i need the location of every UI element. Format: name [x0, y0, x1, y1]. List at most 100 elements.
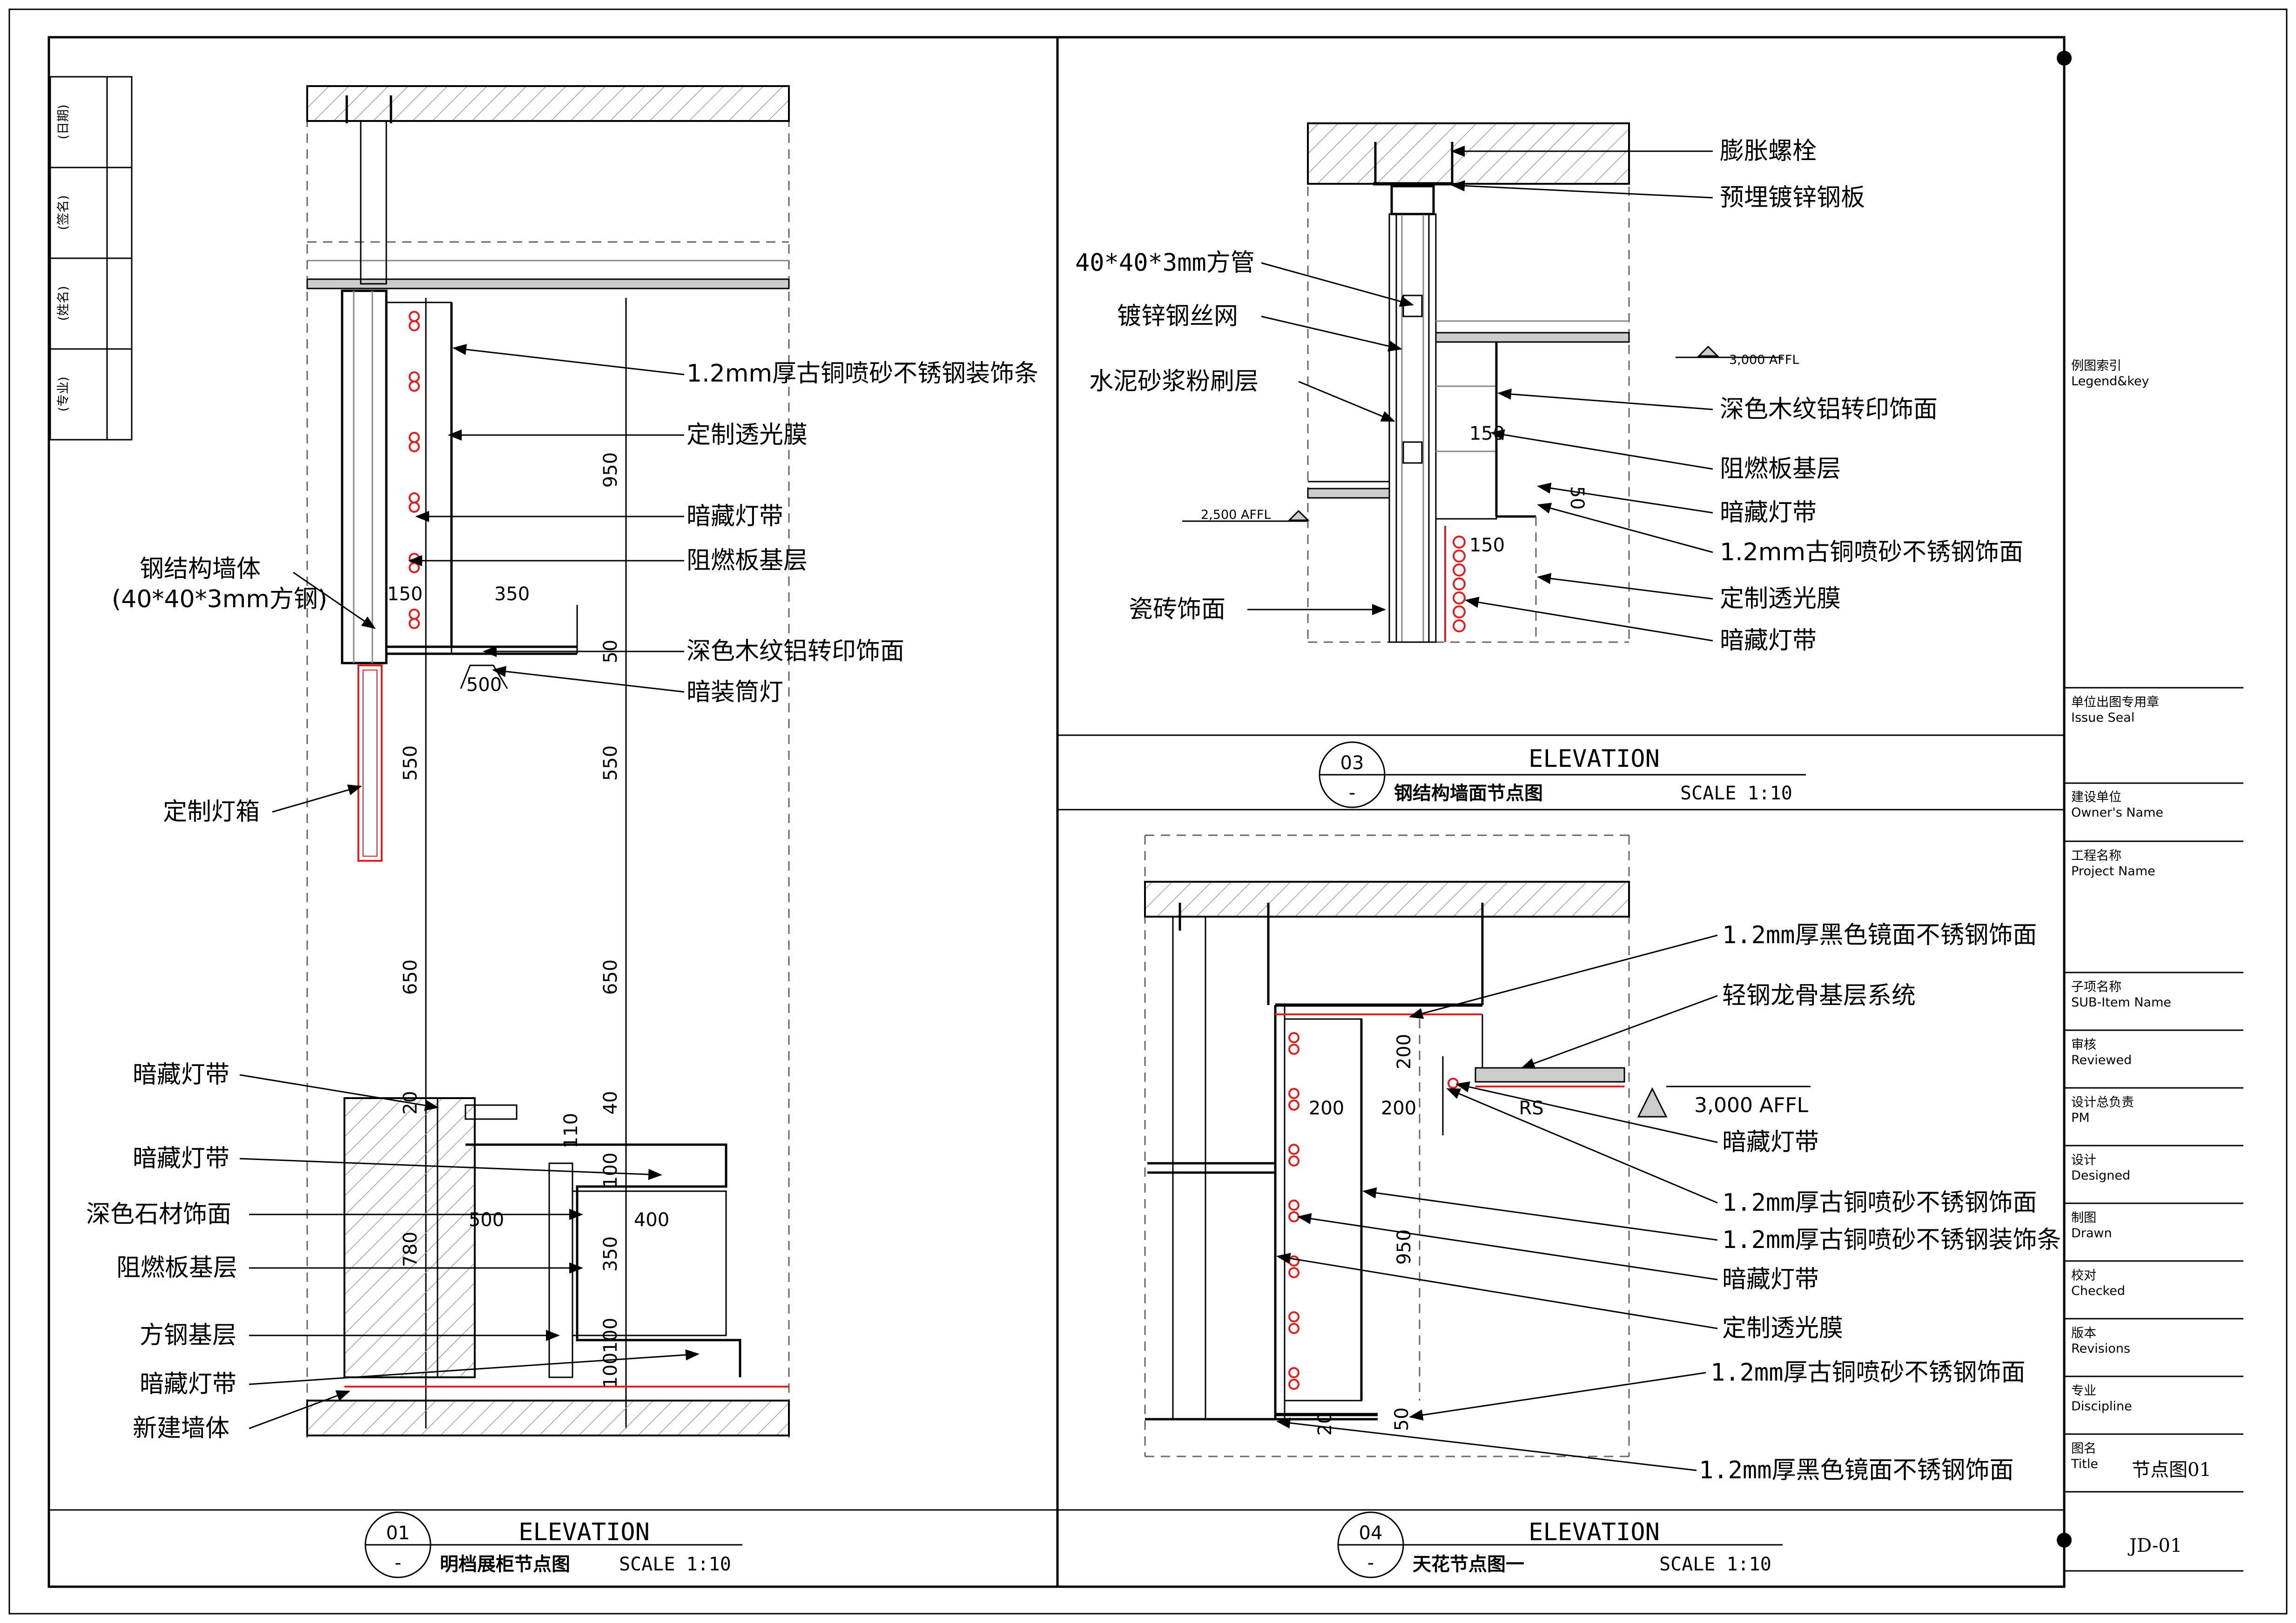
revisions-cn: 版本 — [2071, 1326, 2096, 1341]
stamp-sign-label: (签名) — [56, 195, 71, 230]
title-block: 例图索引 Legend&key 单位出图专用章 Issue Seal 建设单位 … — [2064, 359, 2243, 1572]
caption-03-number: 03 — [1340, 752, 1364, 774]
led-strip-03 — [1453, 536, 1466, 632]
sub-item-cn: 子项名称 — [2071, 980, 2121, 994]
label-03-film: 定制透光膜 — [1720, 585, 1841, 613]
reviewed-en: Reviewed — [2071, 1053, 2132, 1067]
sub-item-en: SUB-Item Name — [2071, 995, 2171, 1010]
label-01-steelbase: 方钢基层 — [140, 1321, 236, 1349]
title-value: 节点图01 — [2132, 1459, 2211, 1481]
dim-01-400: 400 — [634, 1209, 669, 1231]
dim-01-100a: 100 — [600, 1153, 621, 1188]
dim-01-650a: 650 — [400, 959, 421, 995]
caption-01-scale: SCALE 1:10 — [619, 1554, 731, 1575]
stamp-discipline-label: (专业) — [56, 376, 71, 411]
label-01-newwall: 新建墙体 — [133, 1415, 229, 1442]
dim-01-780: 780 — [400, 1232, 421, 1267]
caption-01-sub: - — [395, 1552, 401, 1574]
label-01-led2: 暗藏灯带 — [133, 1061, 229, 1089]
discipline-cn: 专业 — [2071, 1384, 2096, 1398]
caption-03-name: 钢结构墙面节点图 — [1394, 783, 1543, 804]
sheet-frame — [8, 8, 2288, 1615]
designed-cn: 设计 — [2071, 1153, 2096, 1167]
dim-01-350b: 350 — [600, 1236, 621, 1272]
caption-04-scale: SCALE 1:10 — [1659, 1554, 1771, 1575]
project-cn: 工程名称 — [2071, 849, 2121, 863]
caption-04-number: 04 — [1359, 1522, 1383, 1544]
label-04-bronze2: 1.2mm厚古铜喷砂不锈钢饰面 — [1710, 1359, 2026, 1387]
label-01-stone: 深色石材饰面 — [86, 1200, 231, 1228]
label-03-tube: 40*40*3mm方管 — [1075, 249, 1255, 277]
detail-03-drawing: 3,000 AFFL 2,500 AFFL 150 50 150 — [1182, 122, 1799, 643]
label-03-board: 阻燃板基层 — [1720, 455, 1841, 483]
label-01-steelwall: 钢结构墙体 — [140, 555, 261, 583]
dim-04-950: 950 — [1394, 1229, 1415, 1265]
owner-en: Owner's Name — [2071, 805, 2163, 820]
label-01-downlight: 暗装筒灯 — [687, 678, 783, 706]
label-03-tile: 瓷砖饰面 — [1129, 596, 1225, 624]
dim-01-550b: 550 — [600, 745, 621, 781]
stamp-column: (日期) (签名) (姓名) (专业) — [49, 76, 133, 441]
reviewed-cn: 审核 — [2071, 1038, 2096, 1052]
caption-03-heading: ELEVATION — [1528, 745, 1660, 773]
caption-01-name: 明档展柜节点图 — [440, 1554, 570, 1575]
sheet-number: JD-01 — [2128, 1535, 2182, 1556]
detail-01-caption: 01 - ELEVATION 明档展柜节点图 SCALE 1:10 — [364, 1511, 742, 1578]
dim-01-150: 150 — [387, 583, 423, 605]
label-01-led: 暗藏灯带 — [687, 503, 783, 530]
label-01-steelwall-spec: (40*40*3mm方钢) — [112, 585, 327, 613]
dim-04-200b: 200 — [1309, 1098, 1344, 1119]
detail-04-caption: 04 - ELEVATION 天花节点图一 SCALE 1:10 — [1337, 1511, 1783, 1578]
dim-01-40: 40 — [600, 1091, 621, 1115]
checked-cn: 校对 — [2071, 1268, 2096, 1283]
issue-seal-en: Issue Seal — [2071, 711, 2134, 725]
designed-en: Designed — [2071, 1168, 2130, 1183]
detail-04-labels: 1.2mm厚黑色镜面不锈钢饰面 轻钢龙骨基层系统 暗藏灯带 1.2mm厚古铜喷砂… — [1276, 921, 2061, 1484]
owner-cn: 建设单位 — [2071, 790, 2121, 805]
label-04-strip: 1.2mm厚古铜喷砂不锈钢装饰条 — [1722, 1226, 2061, 1254]
detail-01-drawing — [306, 85, 790, 1438]
detail-03-labels: 膨胀螺栓 预埋镀锌钢板 40*40*3mm方管 镀锌钢丝网 水泥砂浆粉刷层 深色… — [1075, 137, 2023, 655]
label-03-plate: 预埋镀锌钢板 — [1720, 184, 1865, 212]
dim-01-950: 950 — [600, 452, 621, 488]
caption-03-scale: SCALE 1:10 — [1680, 783, 1792, 804]
label-03-mesh: 镀锌钢丝网 — [1117, 302, 1238, 330]
dim-03-50: 50 — [1566, 486, 1588, 510]
dim-01-100b: 100 — [600, 1318, 621, 1353]
stamp-date-label: (日期) — [56, 104, 71, 139]
dim-04-200a: 200 — [1394, 1034, 1415, 1069]
label-04-film: 定制透光膜 — [1722, 1314, 1843, 1342]
label-03-wood: 深色木纹铝转印饰面 — [1720, 396, 1938, 423]
dim-01-100c: 100 — [600, 1353, 621, 1388]
label-04-led2: 暗藏灯带 — [1722, 1266, 1819, 1294]
discipline-en: Discipline — [2071, 1399, 2132, 1414]
caption-04-name: 天花节点图一 — [1413, 1554, 1524, 1575]
label-01-board: 阻燃板基层 — [687, 547, 808, 575]
detail-01-dims: 950 150 350 50 500 550 550 650 650 20 40… — [387, 452, 669, 1388]
label-04-bronze: 1.2mm厚古铜喷砂不锈钢饰面 — [1722, 1189, 2037, 1217]
label-04-mirror-bottom: 1.2mm厚黑色镜面不锈钢饰面 — [1699, 1456, 2014, 1484]
project-en: Project Name — [2071, 864, 2155, 879]
legend-en: Legend&key — [2071, 374, 2149, 389]
caption-03-sub: - — [1349, 782, 1355, 804]
label-01-led3: 暗藏灯带 — [133, 1145, 229, 1173]
label-03-mortar: 水泥砂浆粉刷层 — [1089, 368, 1259, 396]
led-strip-04 — [1288, 1032, 1459, 1390]
pm-en: PM — [2071, 1111, 2090, 1125]
checked-en: Checked — [2071, 1284, 2125, 1298]
caption-04-heading: ELEVATION — [1528, 1518, 1660, 1546]
label-03-led2: 暗藏灯带 — [1720, 627, 1817, 655]
label-01-strip: 1.2mm厚古铜喷砂不锈钢装饰条 — [687, 360, 1038, 388]
detail-01-labels: 1.2mm厚古铜喷砂不锈钢装饰条 定制透光膜 暗藏灯带 阻燃板基层 深色木纹铝转… — [86, 344, 1038, 1442]
label-01-led4: 暗藏灯带 — [140, 1370, 236, 1398]
revisions-en: Revisions — [2071, 1341, 2130, 1356]
label-04-led: 暗藏灯带 — [1722, 1128, 1819, 1156]
dim-01-650b: 650 — [600, 959, 621, 995]
dim-01-500: 500 — [466, 674, 502, 696]
label-03-bolt: 膨胀螺栓 — [1720, 137, 1817, 165]
dim-01-500b: 500 — [469, 1209, 504, 1231]
led-strip-01-upper — [409, 311, 420, 629]
issue-seal-cn: 单位出图专用章 — [2071, 695, 2159, 710]
legend-cn: 例图索引 — [2071, 359, 2121, 373]
